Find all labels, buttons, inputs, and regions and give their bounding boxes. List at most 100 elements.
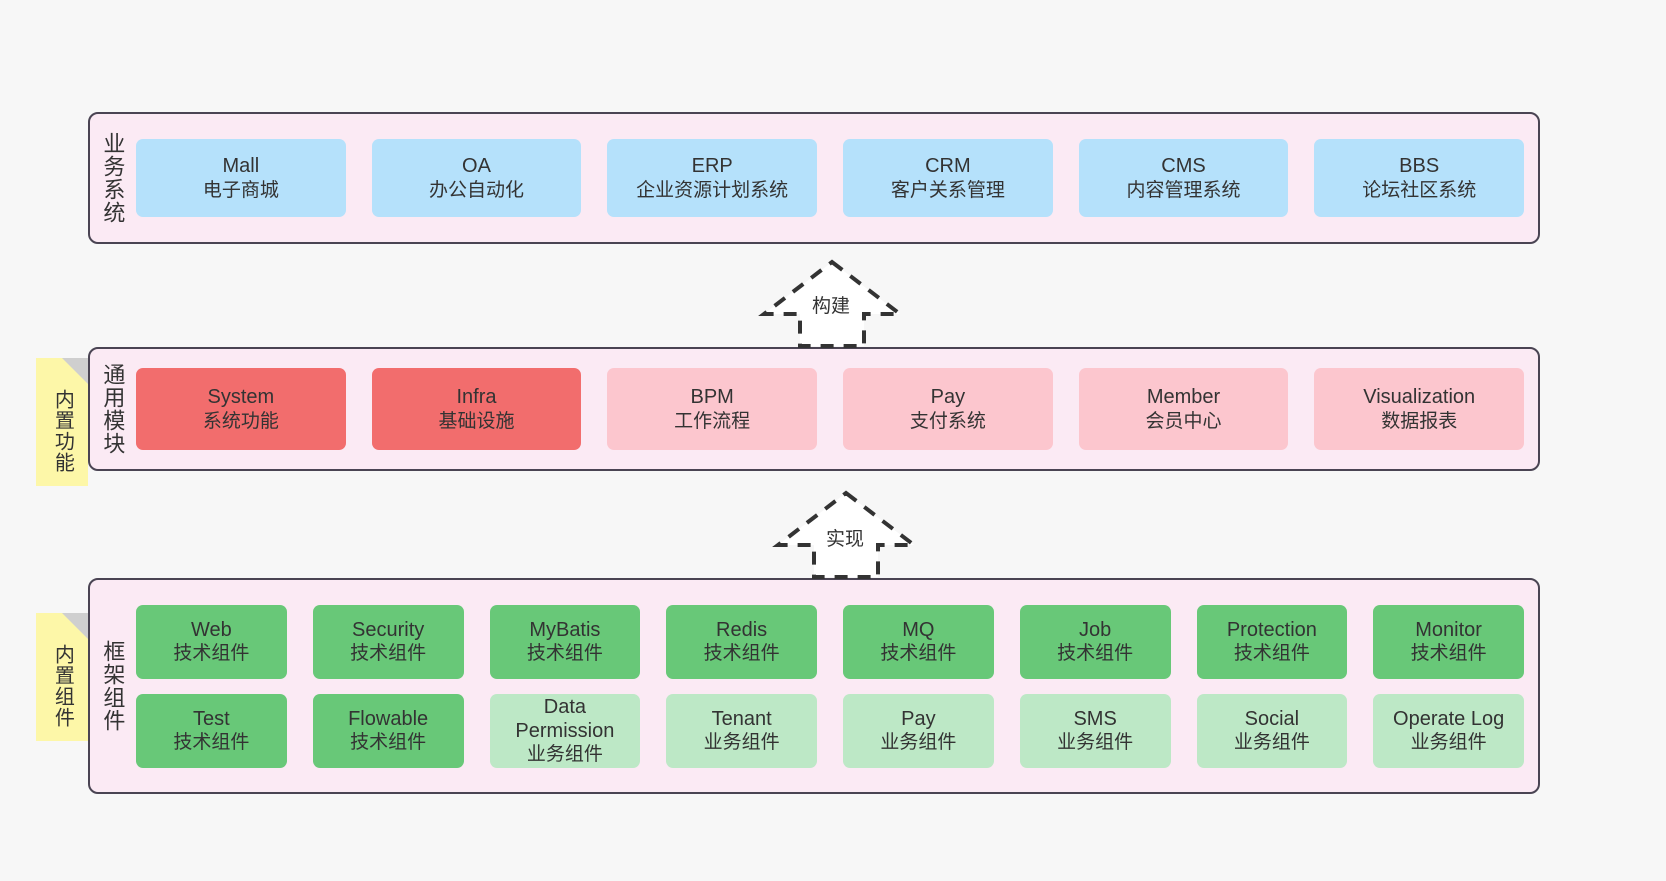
- card-title: MQ: [902, 618, 935, 641]
- note-fold-icon: [62, 358, 88, 384]
- card-cms[interactable]: CMS 内容管理系统: [1078, 139, 1289, 217]
- card-subtitle: 技术组件: [880, 643, 957, 665]
- card-title: Member: [1146, 386, 1221, 409]
- card-flowable[interactable]: Flowable 技术组件: [312, 693, 464, 768]
- card-row: Test 技术组件 Flowable 技术组件 Data Permission …: [136, 693, 1524, 768]
- card-security[interactable]: Security 技术组件: [312, 604, 464, 679]
- card-title: Security: [352, 618, 425, 641]
- note-label: 内置功能: [51, 389, 74, 473]
- card-subtitle: 系统功能: [202, 410, 279, 432]
- card-title: Social: [1244, 707, 1300, 730]
- card-subtitle: 数据报表: [1381, 410, 1458, 432]
- card-title: Web: [190, 618, 232, 641]
- card-member[interactable]: Member 会员中心: [1078, 368, 1289, 450]
- card-bpm[interactable]: BPM 工作流程: [607, 368, 818, 450]
- card-job[interactable]: Job 技术组件: [1019, 604, 1171, 679]
- card-subtitle: 业务组件: [1233, 732, 1310, 754]
- implement-arrow-label: 实现: [826, 529, 865, 550]
- card-pay[interactable]: Pay 支付系统: [843, 368, 1053, 450]
- card-row: Web 技术组件 Security 技术组件 MyBatis 技术组件 Redi…: [136, 604, 1524, 679]
- card-subtitle: 业务组件: [880, 732, 957, 754]
- layer-title-common-modules: 通用模块: [100, 363, 126, 455]
- build-arrow-shape: [758, 259, 906, 348]
- note-builtin-features: 内置功能: [36, 358, 88, 486]
- card-title: Protection: [1226, 618, 1317, 641]
- note-fold-icon: [62, 613, 88, 639]
- card-title: ERP: [691, 155, 733, 178]
- card-subtitle: 电子商城: [202, 179, 279, 201]
- card-subtitle: 业务组件: [526, 744, 603, 766]
- card-title: MyBatis: [529, 618, 601, 641]
- card-title: Monitor: [1415, 618, 1482, 641]
- card-subtitle: 业务组件: [703, 732, 780, 754]
- card-mall[interactable]: Mall 电子商城: [136, 139, 346, 217]
- card-sms[interactable]: SMS 业务组件: [1019, 693, 1171, 768]
- note-builtin-components: 内置组件: [36, 613, 88, 741]
- card-subtitle: 内容管理系统: [1126, 179, 1241, 201]
- card-subtitle: 技术组件: [703, 643, 780, 665]
- card-erp[interactable]: ERP 企业资源计划系统: [607, 139, 818, 217]
- card-test[interactable]: Test 技术组件: [136, 693, 287, 768]
- card-monitor[interactable]: Monitor 技术组件: [1373, 604, 1524, 679]
- card-row: System 系统功能 Infra 基础设施 BPM 工作流程 Pay 支付系统…: [136, 368, 1525, 450]
- layer-business-systems: 业务系统 Mall 电子商城 OA 办公自动化 ERP 企业资源计划系统 CRM…: [88, 112, 1540, 244]
- card-mq[interactable]: MQ 技术组件: [843, 604, 994, 679]
- card-operate-log[interactable]: Operate Log 业务组件: [1373, 693, 1524, 768]
- layer-title-business-systems: 业务系统: [100, 132, 126, 224]
- card-title: Operate Log: [1393, 707, 1505, 730]
- card-subtitle: 技术组件: [350, 643, 427, 665]
- layer-body-business-systems: Mall 电子商城 OA 办公自动化 ERP 企业资源计划系统 CRM 客户关系…: [134, 114, 1538, 242]
- card-subtitle: 技术组件: [1233, 643, 1310, 665]
- card-subtitle: 技术组件: [173, 643, 250, 665]
- card-title: BPM: [690, 386, 734, 409]
- card-title: Data Permission: [515, 695, 615, 742]
- card-subtitle: 技术组件: [1410, 643, 1487, 665]
- card-subtitle: 业务组件: [1410, 732, 1487, 754]
- card-title: Test: [193, 707, 230, 730]
- card-oa[interactable]: OA 办公自动化: [371, 139, 582, 217]
- card-social[interactable]: Social 业务组件: [1196, 693, 1348, 768]
- card-title: Flowable: [348, 707, 429, 730]
- card-title: Pay: [930, 386, 966, 409]
- card-infra[interactable]: Infra 基础设施: [371, 368, 582, 450]
- layer-body-framework-components: Web 技术组件 Security 技术组件 MyBatis 技术组件 Redi…: [134, 580, 1538, 792]
- card-title: Pay: [901, 707, 936, 730]
- card-subtitle: 技术组件: [1057, 643, 1134, 665]
- implement-arrow: [766, 489, 926, 579]
- card-subtitle: 技术组件: [526, 643, 603, 665]
- note-label: 内置组件: [51, 644, 74, 728]
- card-protection[interactable]: Protection 技术组件: [1196, 604, 1348, 679]
- card-title: Job: [1079, 618, 1112, 641]
- card-system[interactable]: System 系统功能: [136, 368, 346, 450]
- card-data-permission[interactable]: Data Permission 业务组件: [489, 693, 641, 768]
- layer-title-framework-components: 框架组件: [100, 640, 126, 732]
- card-visualization[interactable]: Visualization 数据报表: [1314, 368, 1525, 450]
- card-subtitle: 技术组件: [173, 732, 250, 754]
- card-tenant[interactable]: Tenant 业务组件: [666, 693, 817, 768]
- layer-body-common-modules: System 系统功能 Infra 基础设施 BPM 工作流程 Pay 支付系统…: [134, 349, 1538, 469]
- card-subtitle: 论坛社区系统: [1362, 179, 1477, 201]
- card-title: System: [207, 386, 275, 409]
- card-title: Infra: [456, 386, 497, 409]
- card-title: Visualization: [1363, 386, 1476, 409]
- card-pay-business[interactable]: Pay 业务组件: [843, 693, 994, 768]
- card-web[interactable]: Web 技术组件: [136, 604, 287, 679]
- card-title: Redis: [716, 618, 768, 641]
- card-subtitle: 企业资源计划系统: [636, 179, 789, 201]
- layer-common-modules: 通用模块 System 系统功能 Infra 基础设施 BPM 工作流程 Pay…: [88, 347, 1540, 471]
- card-subtitle: 办公自动化: [429, 179, 525, 201]
- card-bbs[interactable]: BBS 论坛社区系统: [1314, 139, 1525, 217]
- card-crm[interactable]: CRM 客户关系管理: [843, 139, 1053, 217]
- card-title: BBS: [1399, 155, 1440, 178]
- card-mybatis[interactable]: MyBatis 技术组件: [489, 604, 641, 679]
- card-subtitle: 支付系统: [909, 410, 986, 432]
- implement-arrow-shape: [772, 490, 920, 579]
- card-subtitle: 技术组件: [350, 732, 427, 754]
- layer-framework-components: 框架组件 Web 技术组件 Security 技术组件 MyBatis 技术组件…: [88, 578, 1540, 794]
- card-redis[interactable]: Redis 技术组件: [666, 604, 817, 679]
- card-subtitle: 业务组件: [1057, 732, 1134, 754]
- build-arrow-label: 构建: [812, 296, 851, 317]
- card-row: Mall 电子商城 OA 办公自动化 ERP 企业资源计划系统 CRM 客户关系…: [136, 139, 1525, 217]
- card-subtitle: 基础设施: [438, 410, 515, 432]
